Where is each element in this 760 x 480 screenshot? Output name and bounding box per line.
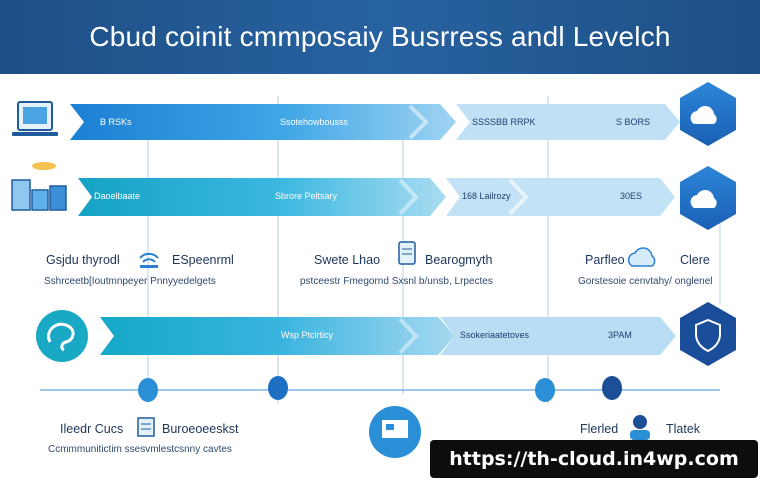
bar-3-label-c: Ssokeriaatetoves — [460, 330, 530, 340]
caption-2-title-a: Swete Lhao — [314, 253, 381, 267]
caption-2-sub: pstceestr Fmegornd Sxsnl b/unsb, Lrpecte… — [300, 276, 493, 287]
timeline — [40, 376, 720, 402]
caption-5-title-a: Flerled — [580, 422, 619, 436]
wifi-icon-small — [139, 252, 159, 268]
diagram-stage: B RSKs Ssotehowbousss SSSSBB RRPK S BORS… — [0, 74, 760, 480]
monitor-circle-icon — [369, 406, 421, 458]
cloud-icon-small — [627, 247, 656, 267]
caption-5-title-b: Tlatek — [666, 422, 701, 436]
caption-4-title-b: Buroeoeeskst — [162, 422, 239, 436]
watermark-url: https://th-cloud.in4wp.com — [430, 440, 758, 478]
vertical-guides — [147, 96, 721, 404]
bar-1-label-a: B RSKs — [100, 117, 132, 127]
header-banner: Cbud coinit cmmposaiy Busrress andl Leve… — [0, 0, 760, 74]
caption-4-sub: Ccmmmunitictim ssesvmlestcsnny cavtes — [48, 444, 232, 455]
building-icon — [11, 162, 67, 211]
caption-3-title-b: Clere — [680, 253, 710, 267]
cloud-hex-icon-2 — [680, 166, 736, 230]
caption-1-title-a: Gsjdu thyrodl — [46, 253, 120, 267]
bar-2-label-c: 168 Lailrozy — [462, 191, 511, 201]
caption-3-title-a: Parfleo — [585, 253, 625, 267]
laptop-icon — [12, 101, 58, 136]
caption-3-sub: Gorstesoie cenvtahy/ onglenel — [578, 276, 713, 287]
cloud-hex-icon-1 — [680, 82, 736, 146]
caption-1-title-b: ESpeenrml — [172, 253, 234, 267]
shield-hex-icon — [680, 302, 736, 366]
caption-1-sub: Sshrceetb[Ioutmnpeyer Pnnyyedelgets — [44, 276, 216, 287]
caption-4-title-a: Ileedr Cucs — [60, 422, 124, 436]
bar-2-label-d: 30ES — [620, 191, 643, 201]
page-title: Cbud coinit cmmposaiy Busrress andl Leve… — [89, 21, 671, 52]
user-icon-small — [630, 415, 650, 440]
bar-3-label-d: 3PAM — [608, 330, 632, 340]
process-bar-3 — [100, 317, 676, 355]
process-bar-1 — [70, 104, 680, 140]
caption-2-title-b: Bearogmyth — [425, 253, 493, 267]
brain-circle-icon — [36, 310, 88, 362]
process-bar-2 — [78, 178, 675, 216]
flow-diagram — [11, 82, 736, 458]
bar-2-label-b: Sbrore Peltsary — [275, 191, 338, 201]
document-icon-small — [398, 241, 416, 265]
bar-1-label-d: S BORS — [616, 117, 651, 127]
bar-2-label-a: Daoelbaate — [94, 191, 141, 201]
bar-1-label-c: SSSSBB RRPK — [472, 117, 536, 127]
chip-icon-small — [137, 417, 155, 437]
bar-1-label-b: Ssotehowbousss — [280, 117, 349, 127]
bar-3-label-b: Wsp Ptcirticy — [281, 330, 334, 340]
